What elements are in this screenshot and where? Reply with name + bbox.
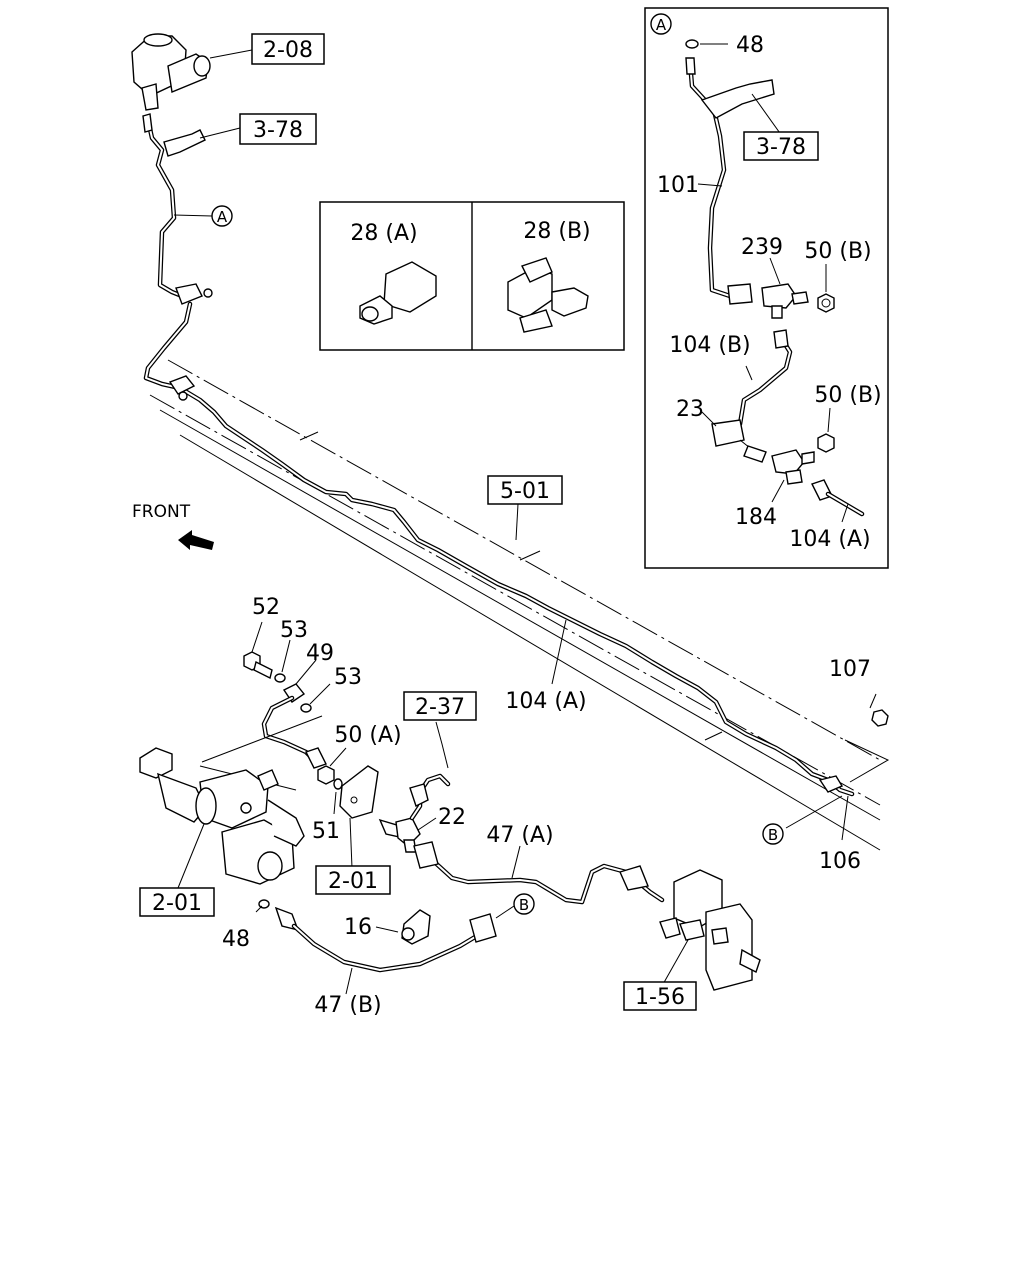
ref-2-37: 2-37 bbox=[415, 695, 465, 720]
label-53a: 53 bbox=[280, 618, 308, 643]
inset-label-48: 48 bbox=[736, 33, 764, 58]
inset-label-101: 101 bbox=[657, 173, 699, 198]
clip-16 bbox=[375, 909, 431, 945]
ref-1-56: 1-56 bbox=[635, 985, 685, 1010]
junction-1-56 bbox=[659, 869, 761, 991]
pipe-104a bbox=[143, 301, 855, 797]
inset-label-239: 239 bbox=[741, 235, 783, 260]
label-22: 22 bbox=[438, 805, 466, 830]
label-53b: 53 bbox=[334, 665, 362, 690]
tee-22 bbox=[378, 721, 451, 853]
inset-label-50b-1: 50 (B) bbox=[804, 239, 871, 264]
part-number-labels: 104 (A) 107 106 52 53 49 53 50 (A) 51 22… bbox=[222, 595, 871, 1018]
label-47a: 47 (A) bbox=[486, 823, 553, 848]
ref-3-78: 3-78 bbox=[253, 118, 303, 143]
label-52: 52 bbox=[252, 595, 280, 620]
label-47b: 47 (B) bbox=[314, 993, 381, 1018]
label-50a: 50 (A) bbox=[334, 723, 401, 748]
ref-2-08: 2-08 bbox=[263, 38, 313, 63]
ref-5-01: 5-01 bbox=[500, 479, 550, 504]
frame-rail bbox=[149, 359, 890, 851]
callout-b-right: B bbox=[768, 826, 778, 844]
pipe-101-outline bbox=[142, 113, 213, 305]
callout-letters: A A B B bbox=[217, 16, 778, 914]
inset-label-184: 184 bbox=[735, 505, 777, 530]
hose-47b bbox=[255, 899, 515, 995]
clip-labels: 28 (A) 28 (B) bbox=[350, 219, 590, 246]
label-104a-mid: 104 (A) bbox=[505, 689, 586, 714]
clutch-master-cylinder bbox=[131, 33, 211, 111]
label-16: 16 bbox=[344, 915, 372, 940]
inset-a bbox=[644, 7, 889, 569]
label-48: 48 bbox=[222, 927, 250, 952]
front-arrow bbox=[178, 530, 214, 550]
clutch-slave-cylinder bbox=[139, 747, 305, 889]
front-label: FRONT bbox=[132, 502, 191, 522]
ref-2-01-bracket: 2-01 bbox=[328, 869, 378, 894]
ref-3-78-inset: 3-78 bbox=[756, 135, 806, 160]
bracket-2-01 bbox=[333, 765, 379, 869]
label-51: 51 bbox=[312, 819, 340, 844]
clip-28b-label: 28 (B) bbox=[523, 219, 590, 244]
label-106: 106 bbox=[819, 849, 861, 874]
clip-28a-label: 28 (A) bbox=[350, 221, 417, 246]
inset-label-23: 23 bbox=[676, 397, 704, 422]
callout-circles bbox=[211, 13, 784, 915]
clip-box bbox=[319, 201, 625, 351]
inset-label-104b: 104 (B) bbox=[669, 333, 750, 358]
label-49: 49 bbox=[306, 641, 334, 666]
callout-a-inset: A bbox=[656, 16, 667, 34]
ref-2-01-left: 2-01 bbox=[152, 891, 202, 916]
inset-labels: 48 101 239 50 (B) 104 (B) 23 50 (B) 184 … bbox=[657, 33, 882, 552]
ref-labels: 2-08 3-78 5-01 2-37 2-01 2-01 1-56 3-78 bbox=[152, 38, 806, 1010]
inset-label-50b-2: 50 (B) bbox=[814, 383, 881, 408]
callout-b-bottom: B bbox=[519, 896, 529, 914]
callout-a-top: A bbox=[217, 208, 228, 226]
inset-label-104a: 104 (A) bbox=[789, 527, 870, 552]
label-107: 107 bbox=[829, 657, 871, 682]
ref-boxes bbox=[139, 33, 819, 1011]
pipe-47a bbox=[413, 841, 665, 905]
